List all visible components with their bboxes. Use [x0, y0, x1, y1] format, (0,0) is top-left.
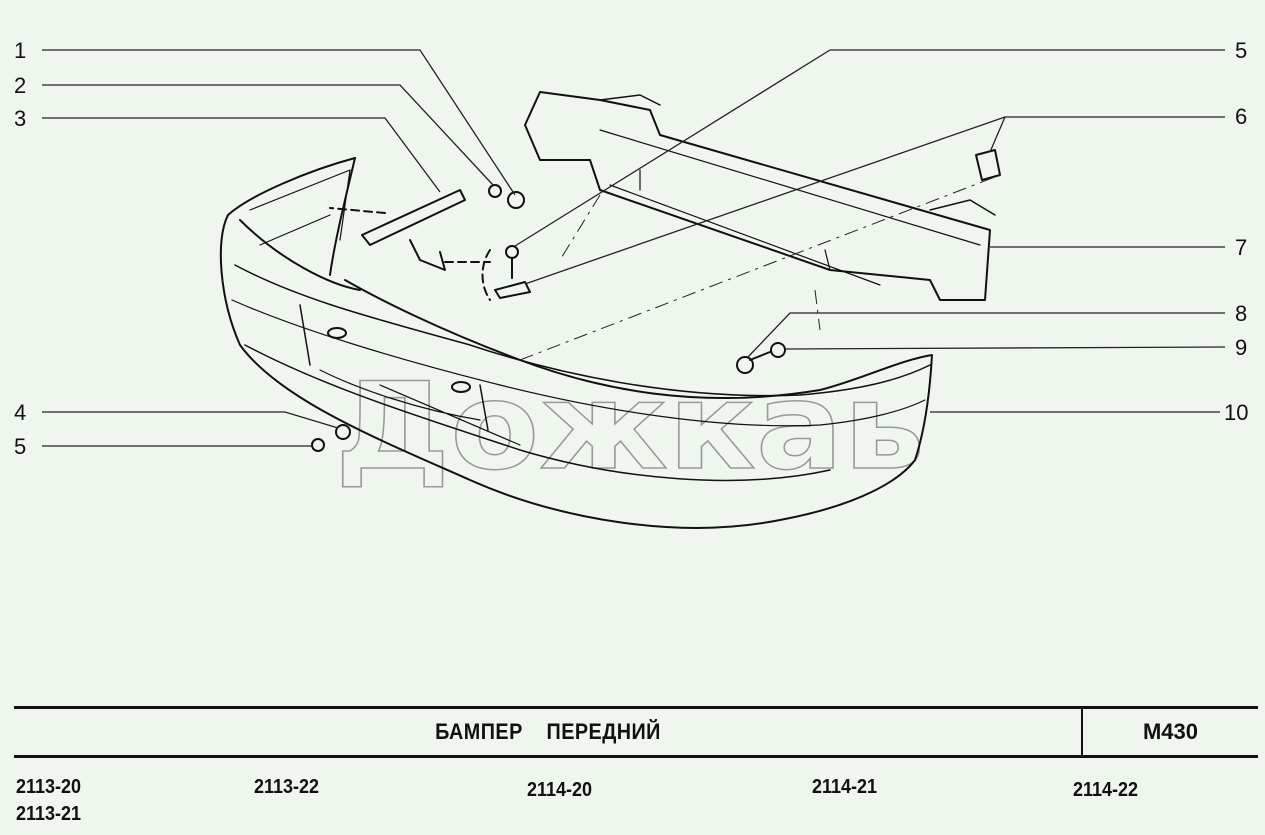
bolt-8	[736, 356, 754, 374]
model-code: 2114-22	[1073, 779, 1139, 801]
screw-5-lower	[311, 438, 325, 452]
callout-2: 2	[14, 73, 27, 98]
diagram-code: M430	[1142, 719, 1199, 744]
watermark: Дожкаь	[335, 358, 925, 497]
callout-4: 4	[14, 400, 27, 425]
bracket	[361, 189, 466, 271]
model-code: 2113-22	[254, 776, 320, 798]
model-code: 2113-20	[16, 776, 82, 798]
front-bumper	[219, 157, 933, 529]
callout-5-left: 5	[14, 434, 27, 459]
callout-8: 8	[1235, 301, 1248, 326]
callout-10: 10	[1224, 400, 1249, 425]
callout-7: 7	[1235, 235, 1248, 260]
washer-9	[770, 342, 786, 358]
callout-9: 9	[1235, 335, 1248, 360]
washer-4	[335, 424, 351, 440]
nut-2	[488, 184, 502, 198]
callout-6: 6	[1235, 104, 1248, 129]
nut-1	[507, 191, 525, 209]
callout-1: 1	[14, 38, 27, 63]
leader-lines	[42, 49, 1226, 447]
callout-3: 3	[14, 106, 27, 131]
callout-5-right: 5	[1235, 38, 1248, 63]
title-divider	[1081, 709, 1083, 755]
model-code: 2114-20	[527, 779, 593, 801]
title-block: БАМПЕР ПЕРЕДНИЙ M430	[14, 706, 1258, 758]
clip-6-top	[975, 149, 1001, 181]
page-title: БАМПЕР ПЕРЕДНИЙ	[435, 719, 661, 744]
screw-5-upper	[505, 245, 519, 259]
model-code: 2113-21	[16, 803, 82, 825]
model-code: 2114-21	[812, 776, 878, 798]
bumper-beam	[524, 91, 996, 301]
clip-6	[494, 281, 531, 299]
